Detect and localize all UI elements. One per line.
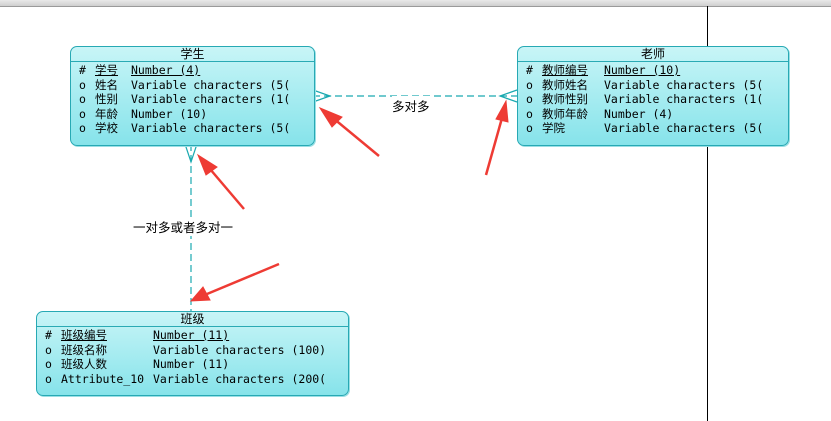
entity-title: 班级 — [37, 312, 348, 327]
window-top-edge — [0, 0, 831, 7]
identifier-marker: # — [45, 328, 52, 342]
attribute-type: Variable characters (100) — [153, 342, 327, 357]
attribute-type: Number (10) — [131, 106, 208, 121]
attribute-type: Variable characters (5( — [604, 77, 764, 92]
attribute-name: 教师编号 — [542, 63, 588, 77]
identifier-marker: # — [526, 63, 533, 77]
entity-student[interactable]: 学生 # 学号 Number (4) o 姓名 Variable characters … — [70, 46, 315, 146]
crowfoot-student-end — [312, 89, 332, 103]
relationship-label-many-to-many[interactable]: 多对多 — [392, 96, 430, 115]
attribute-marker: o — [79, 77, 86, 92]
attribute-type: Number (4) — [131, 63, 201, 77]
attribute-marker: o — [526, 92, 533, 106]
attribute-type: Number (10) — [604, 63, 681, 77]
attribute-name: 学号 — [95, 63, 118, 77]
attribute-row[interactable]: # 班级编号 Number (11) — [45, 328, 348, 343]
entity-class[interactable]: 班级 # 班级编号 Number (11) o 班级名称 Variable charac… — [36, 311, 349, 396]
attribute-row[interactable]: o 学校 Variable characters (5( — [79, 121, 314, 136]
attribute-type: Variable characters (1( — [131, 92, 291, 106]
attribute-name: 姓名 — [95, 77, 118, 92]
attribute-marker: o — [79, 92, 86, 106]
attribute-name: 教师姓名 — [542, 77, 588, 92]
attribute-row[interactable]: o 性别 Variable characters (1( — [79, 92, 314, 107]
attribute-row[interactable]: o 教师姓名 Variable characters (5( — [526, 78, 788, 93]
attribute-name: 班级人数 — [61, 357, 107, 371]
attribute-type: Variable characters (1( — [604, 92, 764, 106]
attribute-name: 年龄 — [95, 106, 118, 121]
attribute-row[interactable]: # 教师编号 Number (10) — [526, 63, 788, 78]
attribute-name: Attribute_10 — [61, 371, 145, 386]
attribute-name: 班级编号 — [61, 328, 107, 342]
attribute-marker: o — [45, 357, 52, 371]
attribute-row[interactable]: o 姓名 Variable characters (5( — [79, 78, 314, 93]
attribute-marker: o — [526, 77, 533, 92]
attribute-name: 教师年龄 — [542, 106, 588, 121]
entity-teacher[interactable]: 老师 # 教师编号 Number (10) o 教师姓名 Variable charac… — [517, 46, 789, 146]
attribute-row[interactable]: o 学院 Variable characters (5( — [526, 121, 788, 136]
attribute-marker: o — [526, 121, 533, 135]
attribute-type: Variable characters (5( — [131, 77, 291, 92]
attribute-type: Variable characters (200( — [153, 371, 327, 386]
attribute-marker: o — [526, 106, 533, 121]
attribute-row[interactable]: o 班级名称 Variable characters (100) — [45, 343, 348, 358]
crowfoot-teacher-end — [498, 89, 518, 103]
attribute-name: 教师性别 — [542, 92, 588, 106]
attribute-type: Number (11) — [153, 357, 230, 371]
attribute-marker: o — [45, 342, 52, 357]
attribute-marker: o — [45, 371, 52, 386]
identifier-marker: # — [79, 63, 86, 77]
relationship-label-one-to-many[interactable]: 一对多或者多对一 — [131, 217, 236, 236]
attribute-row[interactable]: o 班级人数 Number (11) — [45, 357, 348, 372]
attribute-type: Number (4) — [604, 106, 674, 121]
attribute-name: 学校 — [95, 121, 118, 135]
attribute-row[interactable]: o 教师年龄 Number (4) — [526, 107, 788, 122]
attribute-row[interactable]: o Attribute_10 Variable characters (200( — [45, 372, 348, 387]
attribute-name: 学院 — [542, 121, 565, 135]
attribute-row[interactable]: o 年龄 Number (10) — [79, 107, 314, 122]
attribute-marker: o — [79, 121, 86, 135]
attribute-row[interactable]: # 学号 Number (4) — [79, 63, 314, 78]
crowfoot-student-class-end — [184, 143, 198, 164]
entity-title: 学生 — [71, 47, 314, 62]
entity-title: 老师 — [518, 47, 788, 62]
attribute-name: 班级名称 — [61, 342, 107, 357]
attribute-marker: o — [79, 106, 86, 121]
attribute-type: Variable characters (5( — [131, 121, 291, 135]
attribute-name: 性别 — [95, 92, 118, 106]
annotation-arrows — [189, 99, 509, 302]
attribute-type: Variable characters (5( — [604, 121, 764, 135]
attribute-row[interactable]: o 教师性别 Variable characters (1( — [526, 92, 788, 107]
page-boundary-line — [707, 6, 708, 421]
attribute-type: Number (11) — [153, 328, 230, 342]
